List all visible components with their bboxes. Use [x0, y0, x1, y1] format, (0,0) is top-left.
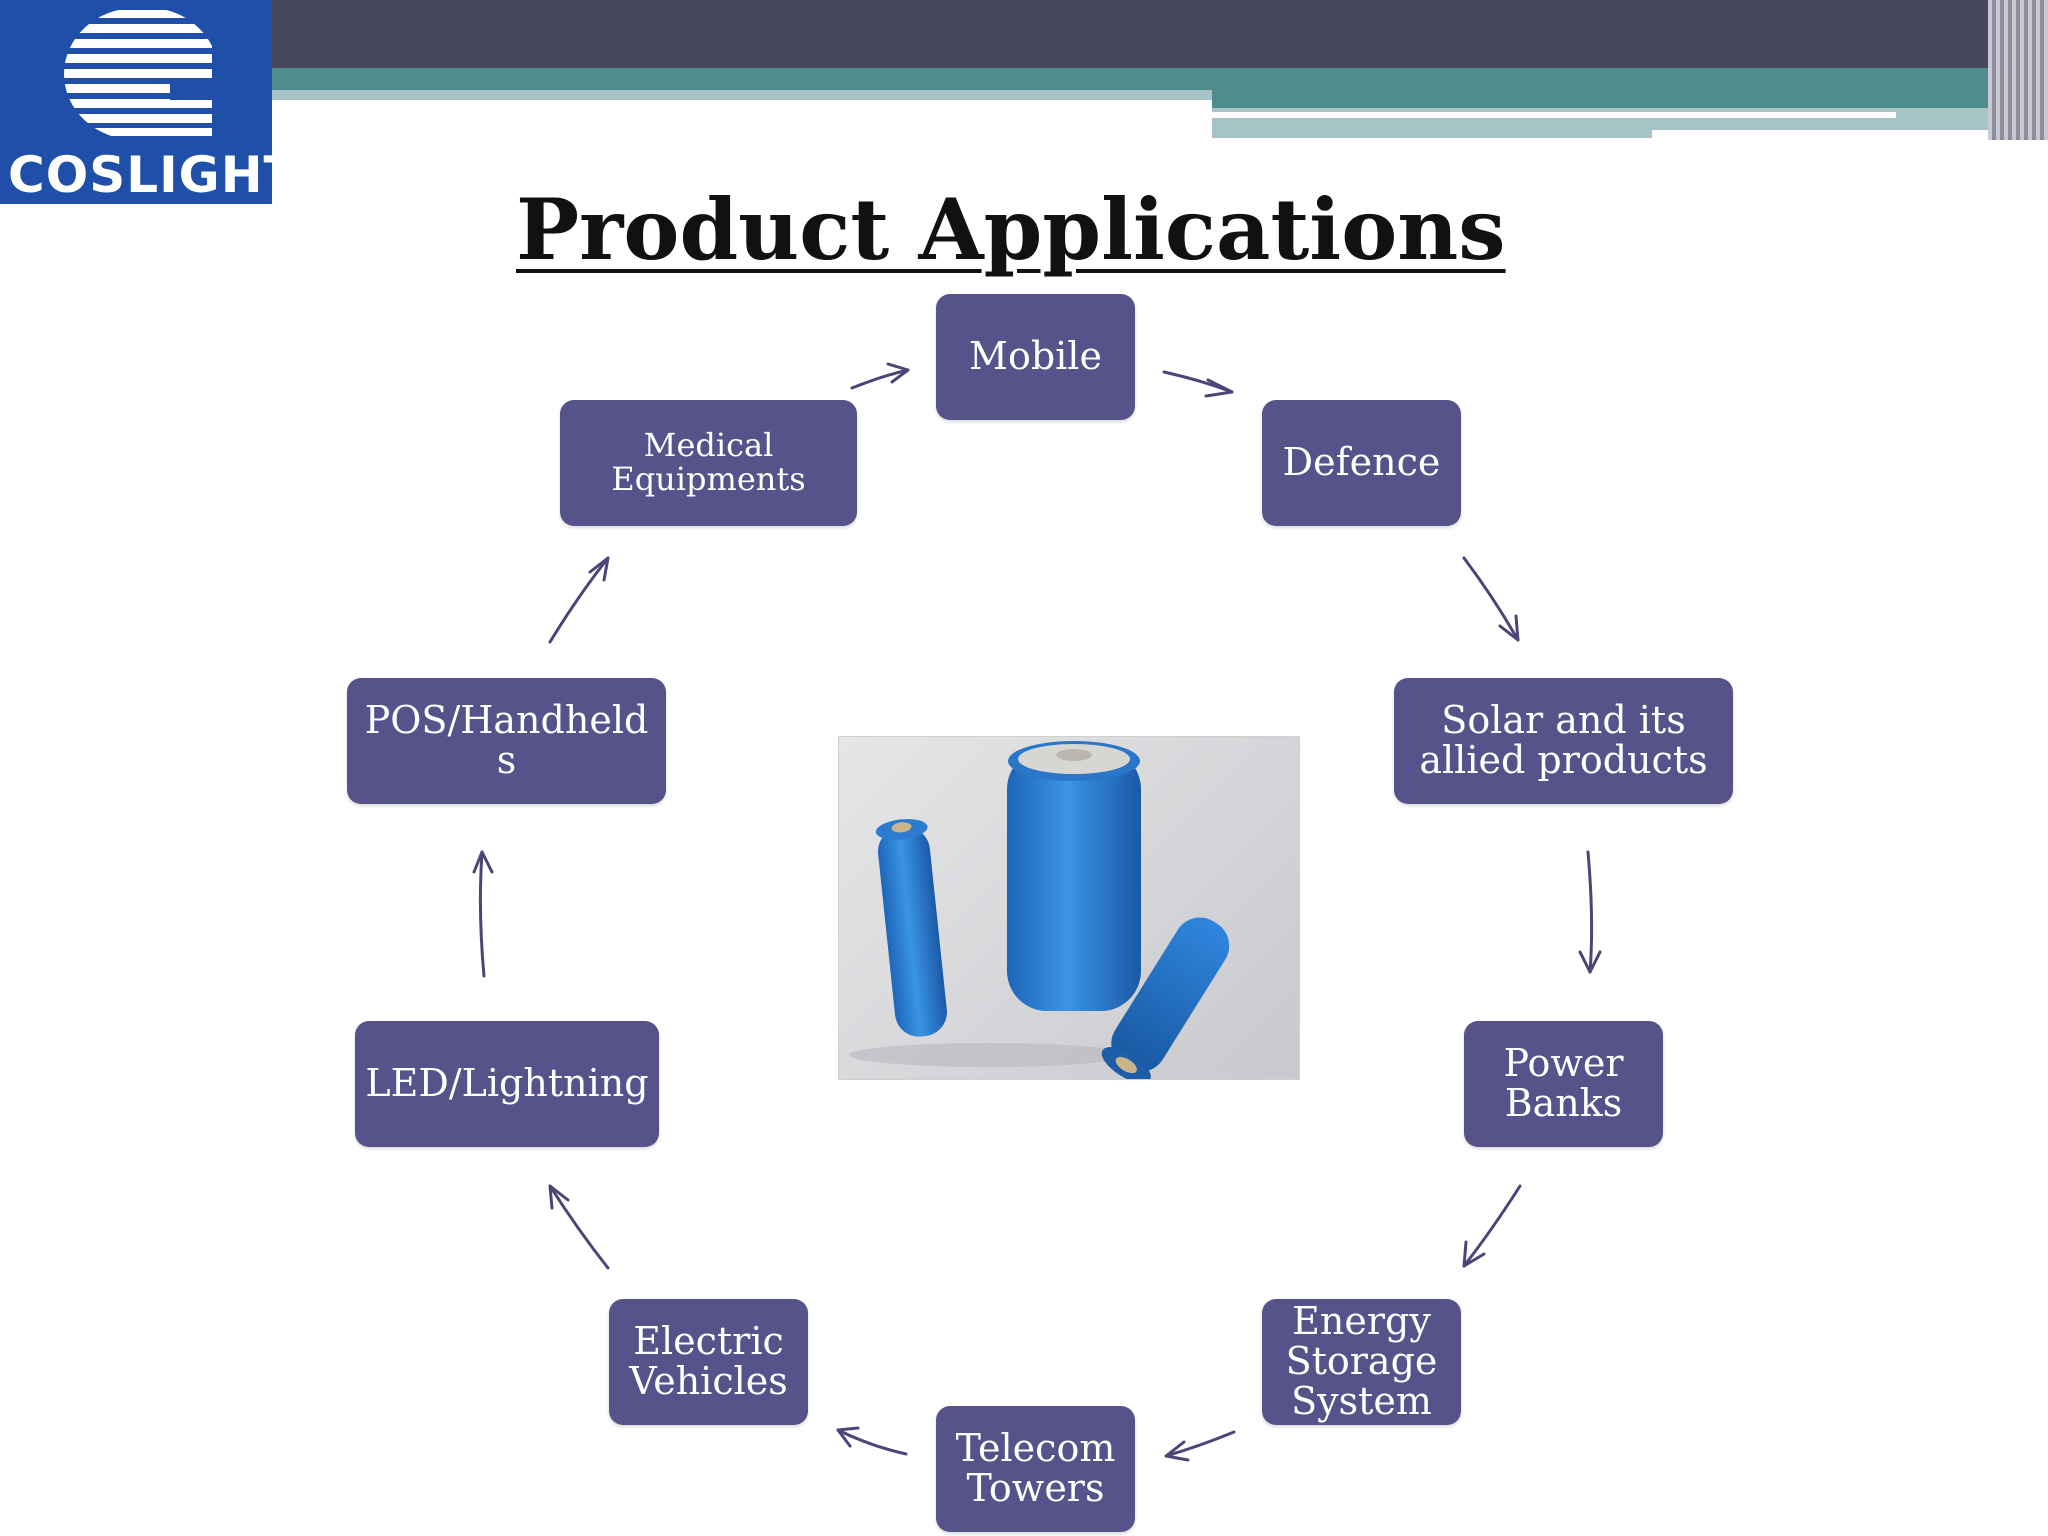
node-electric-vehicles-label: Electric Vehicles — [629, 1319, 788, 1403]
arrow-pos-medical-head — [588, 556, 610, 582]
arrow-telecom-ev-head — [836, 1426, 860, 1448]
battery-illustration — [849, 741, 1230, 1084]
arrow-defence-solar-head — [1498, 614, 1520, 642]
arrow-mobile-defence-head — [1204, 378, 1234, 398]
node-power-banks-label: Power Banks — [1503, 1041, 1624, 1125]
arrow-energy-telecom-head — [1164, 1440, 1190, 1462]
arrow-energy-telecom — [1164, 1430, 1236, 1458]
logo-text: COSLIGHT — [8, 146, 272, 204]
node-defence-label: Defence — [1282, 440, 1441, 485]
header-stripes — [1988, 0, 2048, 140]
arrow-power-energy-head — [1462, 1240, 1486, 1268]
page-title: Product Applications — [516, 180, 1506, 279]
header-band-light — [272, 90, 1212, 100]
arrow-led-pos — [478, 850, 486, 978]
node-medical: Medical Equipments — [560, 400, 857, 526]
node-pos-label: POS/Handheld s — [364, 698, 649, 782]
header-band-teal-right — [1212, 90, 2048, 108]
node-led: LED/Lightning — [355, 1021, 659, 1147]
node-pos: POS/Handheld s — [347, 678, 666, 804]
node-solar: Solar and its allied products — [1394, 678, 1733, 804]
node-power-banks: Power Banks — [1464, 1021, 1663, 1147]
arrow-pos-medical — [548, 556, 610, 644]
header-band-white-line — [1212, 112, 1896, 118]
node-mobile: Mobile — [936, 294, 1135, 420]
arrow-defence-solar — [1462, 556, 1520, 642]
arrow-ev-led — [548, 1184, 610, 1270]
node-telecom-label: Telecom Towers — [955, 1426, 1116, 1510]
node-medical-label: Medical Equipments — [611, 426, 806, 498]
node-energy-storage-label: Energy Storage System — [1285, 1299, 1438, 1423]
node-telecom: Telecom Towers — [936, 1406, 1135, 1532]
node-led-label: LED/Lightning — [365, 1061, 649, 1106]
arrow-solar-power — [1586, 850, 1594, 974]
coslight-logo: COSLIGHT — [0, 0, 272, 204]
arrow-telecom-ev — [836, 1428, 908, 1456]
arrow-medical-mobile-head — [886, 362, 910, 384]
node-defence: Defence — [1262, 400, 1461, 526]
header-band-white-step — [1652, 130, 2012, 140]
logo-c-mark-icon — [64, 10, 212, 136]
arrow-mobile-defence — [1162, 370, 1234, 394]
arrow-ev-led-head — [548, 1184, 570, 1210]
arrow-power-energy — [1462, 1184, 1522, 1268]
header-band-dark — [272, 0, 2048, 68]
arrow-led-pos-head — [472, 850, 494, 874]
arrow-medical-mobile — [850, 368, 910, 390]
arrow-solar-power-head — [1578, 950, 1602, 974]
node-mobile-label: Mobile — [969, 334, 1102, 379]
battery-photo — [838, 736, 1300, 1084]
node-solar-label: Solar and its allied products — [1419, 698, 1708, 782]
node-electric-vehicles: Electric Vehicles — [609, 1299, 808, 1425]
header-band-teal — [272, 68, 2048, 90]
node-energy-storage: Energy Storage System — [1262, 1299, 1461, 1425]
